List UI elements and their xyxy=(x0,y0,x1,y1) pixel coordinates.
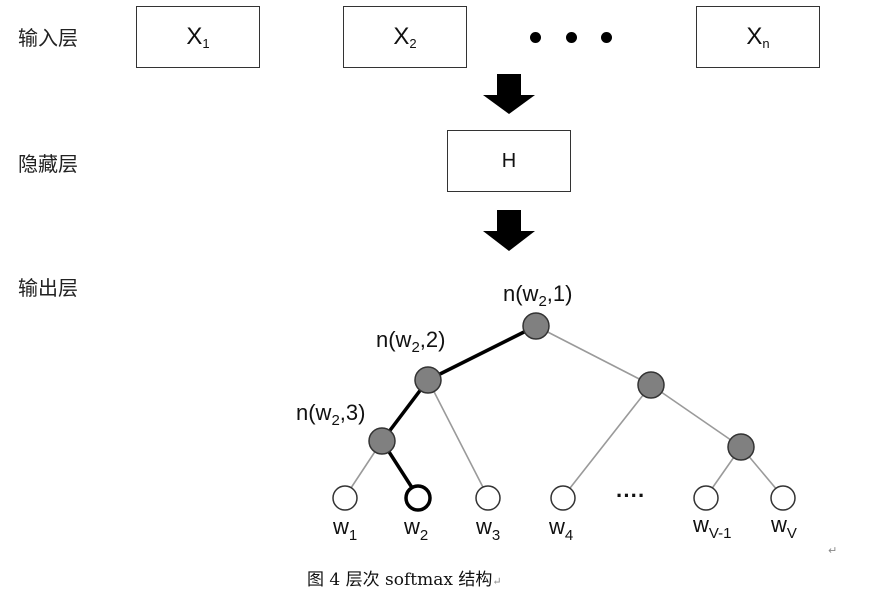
hidden-box: H xyxy=(447,130,571,192)
leaf-wv1 xyxy=(693,485,719,511)
edge-r1-w4 xyxy=(562,384,652,498)
input-layer-label: 输入层 xyxy=(18,26,78,50)
edge-n2-n3-light xyxy=(427,379,489,498)
leaf-label-w4: w4 xyxy=(548,514,573,544)
leaf-label-wv: wV xyxy=(770,512,797,542)
node-n2 xyxy=(414,366,442,394)
output-layer-label: 输出层 xyxy=(18,276,78,300)
input-box-xn-sub: n xyxy=(762,35,770,51)
node-right-1 xyxy=(637,371,665,399)
leaf-w4 xyxy=(550,485,576,511)
leaf-ellipsis: ···· xyxy=(616,483,645,508)
caption-return-mark: ↵ xyxy=(492,575,502,588)
label-n-w2-2: n(w2,2) xyxy=(376,327,445,356)
down-arrow-1 xyxy=(483,74,535,114)
leaf-label-w3: w3 xyxy=(475,514,500,544)
return-mark: ↵ xyxy=(828,544,838,557)
ellipsis-dot-3 xyxy=(601,32,612,43)
edge-root-right xyxy=(535,325,652,386)
input-box-x2-sub: 2 xyxy=(409,35,417,51)
input-box-x1-main: X xyxy=(186,23,203,50)
node-right-2 xyxy=(727,433,755,461)
path-edge-root-n2 xyxy=(426,324,538,382)
down-arrow-2 xyxy=(483,210,535,251)
leaf-w1 xyxy=(332,485,358,511)
label-n-w2-1: n(w2,1) xyxy=(503,281,572,310)
leaf-label-w1: w1 xyxy=(332,514,357,544)
figure-caption-text: 图 4 层次 softmax 结构 xyxy=(307,570,493,590)
leaf-label-wv1: wV-1 xyxy=(692,512,731,542)
label-n-w2-3: n(w2,3) xyxy=(296,400,365,429)
input-box-x1-sub: 1 xyxy=(202,35,210,51)
ellipsis-dot-2 xyxy=(566,32,577,43)
input-box-x2-main: X xyxy=(393,23,410,50)
hidden-box-label: H xyxy=(501,149,517,172)
leaf-label-w2: w2 xyxy=(403,514,428,544)
edge-r1-r2 xyxy=(650,384,742,448)
leaf-w3 xyxy=(475,485,501,511)
node-n3 xyxy=(368,427,396,455)
input-box-xn-main: X xyxy=(746,23,763,50)
ellipsis-dot-1 xyxy=(530,32,541,43)
figure-caption: 图 4 层次 softmax 结构↵ xyxy=(307,565,502,590)
leaf-wv xyxy=(770,485,796,511)
hidden-layer-label: 隐藏层 xyxy=(18,152,78,176)
node-root xyxy=(522,312,550,340)
leaf-w2 xyxy=(404,484,432,512)
